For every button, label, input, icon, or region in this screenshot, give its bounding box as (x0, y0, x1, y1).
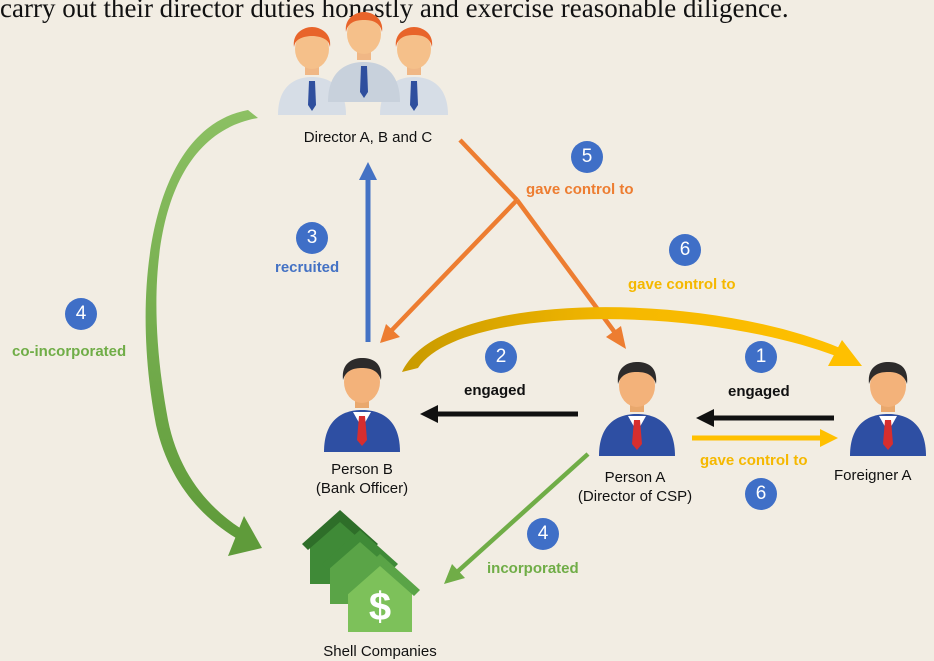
person-a-label: Person A (Director of CSP) (560, 468, 710, 506)
arrow-co-incorporated (145, 110, 262, 556)
directors-label: Director A, B and C (303, 129, 433, 146)
step-badge-5: 5 (571, 141, 603, 173)
step-badge-2: 2 (485, 341, 517, 373)
foreigner-a-label: Foreigner A (834, 467, 912, 484)
person-group-icon (278, 12, 448, 115)
arrow-gave-control-6-curve (402, 307, 862, 372)
cropped-caption-text: carry out their director duties honestly… (0, 0, 789, 23)
person-a-role: (Director of CSP) (577, 488, 693, 505)
step-badge-3: 3 (296, 222, 328, 254)
step-badge-6-top: 6 (669, 234, 701, 266)
step-label-recruited: recruited (275, 259, 340, 276)
person-a-name: Person A (604, 469, 666, 486)
arrow-incorporated (444, 452, 590, 584)
step-badge-1: 1 (745, 341, 777, 373)
step-label-gave-control-5: gave control to (526, 181, 634, 198)
step-label-engaged-2: engaged (464, 382, 526, 399)
person-b-role: (Bank Officer) (315, 480, 409, 497)
person-b-name: Person B (331, 461, 393, 478)
arrow-gave-control-6-straight (692, 429, 838, 447)
step-label-gave-control-6-bottom: gave control to (700, 452, 808, 469)
person-a-icon (599, 362, 675, 456)
person-b-icon (324, 358, 400, 452)
step-label-co-incorporated: co-incorporated (12, 343, 127, 360)
step-badge-4-bottom: 4 (527, 518, 559, 550)
shell-companies-label: Shell Companies (323, 643, 437, 660)
foreigner-a-icon (850, 362, 926, 456)
step-label-gave-control-6-top: gave control to (628, 276, 736, 293)
step-badge-4-left: 4 (65, 298, 97, 330)
arrow-engaged-1 (696, 409, 834, 427)
person-b-label: Person B (Bank Officer) (292, 460, 432, 498)
svg-text:$: $ (369, 585, 391, 629)
arrow-engaged-2 (420, 405, 578, 423)
step-label-engaged-1: engaged (728, 383, 790, 400)
arrow-recruited (359, 162, 377, 342)
houses-dollar-icon: $ (302, 510, 420, 632)
step-badge-6-bottom: 6 (745, 478, 777, 510)
step-label-incorporated: incorporated (487, 560, 579, 577)
